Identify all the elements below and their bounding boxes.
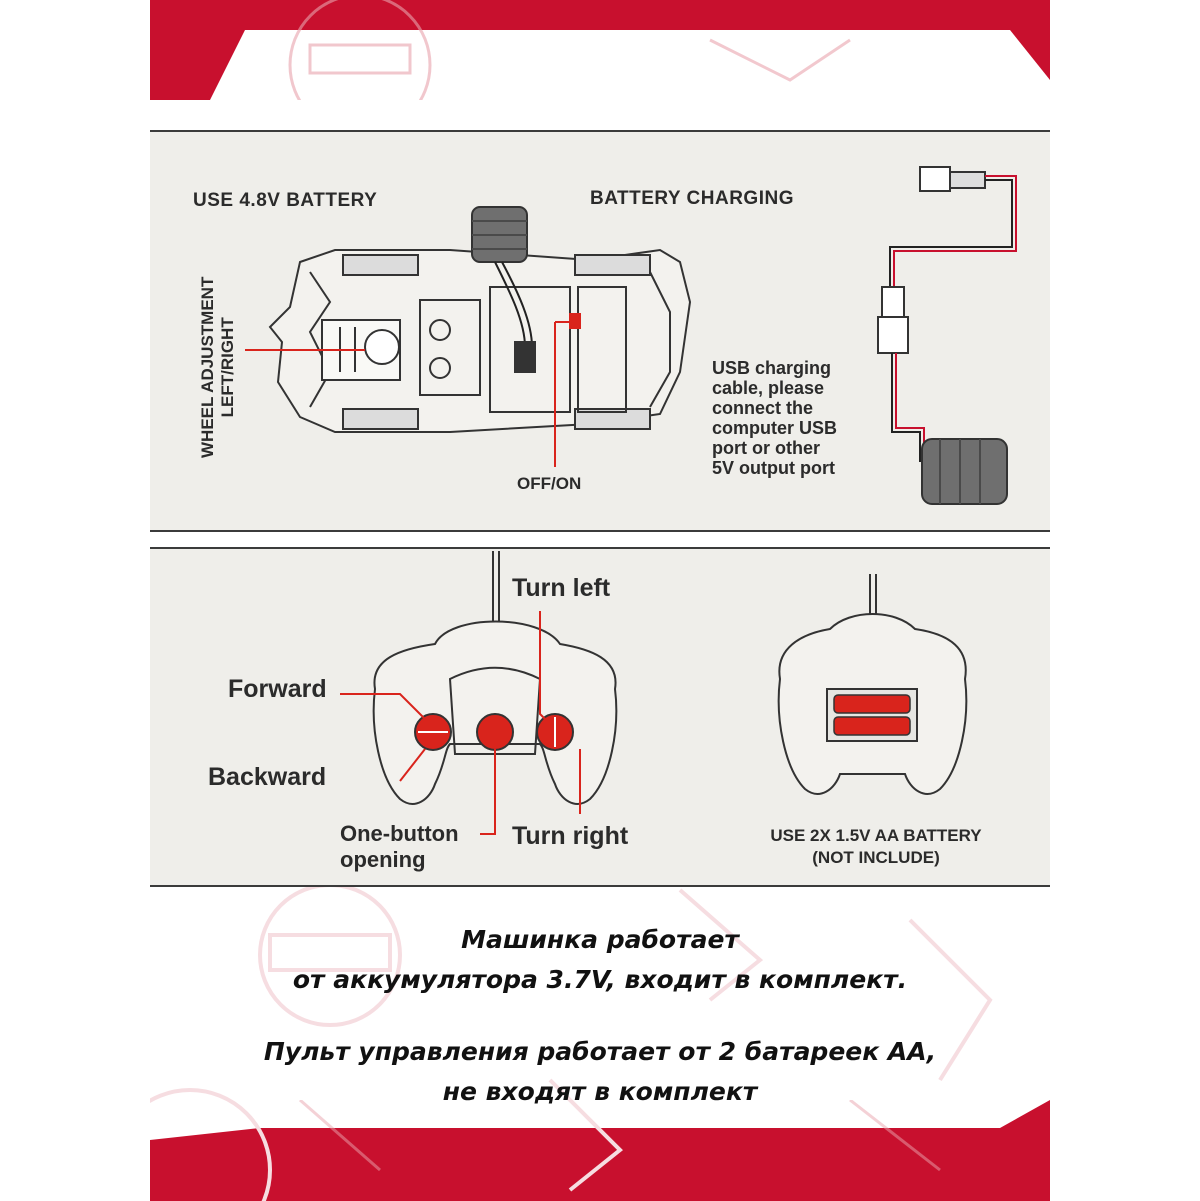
car-diagram bbox=[245, 166, 1017, 505]
usb-text-line: cable, please bbox=[712, 378, 825, 398]
wheel-adjust-line1: WHEEL ADJUSTMENT bbox=[198, 276, 217, 458]
switch-label: OFF/ON bbox=[517, 474, 582, 493]
usb-text-line: computer USB bbox=[712, 418, 838, 438]
turn-right-label: Turn right bbox=[512, 822, 629, 850]
one-button-label: One-button opening bbox=[340, 821, 459, 873]
top-red-band bbox=[150, 0, 1050, 100]
bottom-red-band bbox=[150, 1100, 1050, 1201]
remote-control-panel: Turn left Forward Backward One-button op… bbox=[150, 547, 1050, 887]
wheel-adjust-line2: LEFT/RIGHT bbox=[218, 317, 237, 418]
forward-label: Forward bbox=[228, 675, 327, 703]
usb-text-line: port or other bbox=[712, 438, 820, 458]
car-battery-panel: USE 4.8V BATTERY BATTERY CHARGING WHEEL … bbox=[150, 130, 1050, 532]
one-button-line2: opening bbox=[340, 847, 426, 872]
one-button-line1: One-button bbox=[340, 821, 459, 846]
usb-text-line: connect the bbox=[712, 398, 814, 418]
usb-text-line: 5V output port bbox=[712, 458, 835, 478]
battery-title: USE 4.8V BATTERY bbox=[193, 190, 378, 211]
caption-line2: от аккумулятора 3.7V, входит в комплект. bbox=[292, 965, 908, 994]
remote-diagram bbox=[340, 551, 968, 835]
remote-battery-caption: Пульт управления работает от 2 батареек … bbox=[150, 1032, 1050, 1112]
usb-text-line: USB charging bbox=[712, 358, 832, 378]
backward-label: Backward bbox=[208, 763, 327, 791]
usb-charging-text: USB charging cable, please connect the c… bbox=[712, 358, 837, 478]
remote-battery-line2: (NOT INCLUDE) bbox=[812, 848, 940, 867]
caption-line3: Пульт управления работает от 2 батареек … bbox=[263, 1037, 937, 1066]
charging-title: BATTERY CHARGING bbox=[590, 188, 794, 209]
caption-line4: не входят в комплект bbox=[442, 1077, 758, 1106]
remote-battery-note: USE 2X 1.5V AA BATTERY (NOT INCLUDE) bbox=[746, 825, 1006, 869]
caption-line1: Машинка работает bbox=[461, 925, 739, 954]
remote-battery-line1: USE 2X 1.5V AA BATTERY bbox=[770, 826, 982, 845]
wheel-adjust-label: WHEEL ADJUSTMENT LEFT/RIGHT bbox=[198, 277, 238, 458]
turn-left-label: Turn left bbox=[512, 574, 611, 602]
car-battery-caption: Машинка работает от аккумулятора 3.7V, в… bbox=[150, 920, 1050, 1000]
